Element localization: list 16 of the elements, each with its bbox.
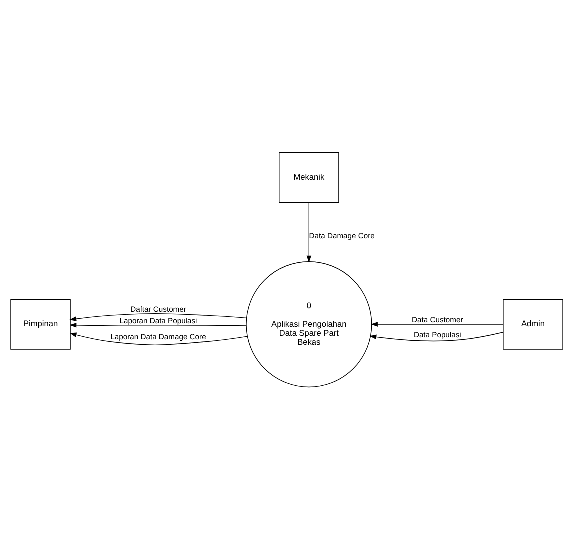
edge-label: Data Customer: [412, 314, 464, 324]
node-circle: 0 Aplikasi Pengolahan Data Spare Part Bekas: [246, 261, 372, 388]
edge-label: Laporan Data Damage Core: [110, 332, 206, 342]
edge-label: Data Populasi: [414, 330, 462, 340]
edge-label: Daftar Customer: [130, 304, 186, 314]
edge-label: Data Damage Core: [309, 230, 375, 240]
arrow: [371, 322, 504, 326]
node-box: Admin: [503, 298, 564, 350]
arrow: [306, 202, 312, 262]
arrow: [70, 332, 248, 345]
edge-label: Laporan Data Populasi: [120, 316, 198, 326]
node-box: Pimpinan: [10, 298, 71, 350]
node-box: Mekanik: [279, 152, 340, 202]
arrow: [370, 332, 504, 342]
arrow: [70, 312, 248, 321]
arrow: [70, 322, 247, 328]
